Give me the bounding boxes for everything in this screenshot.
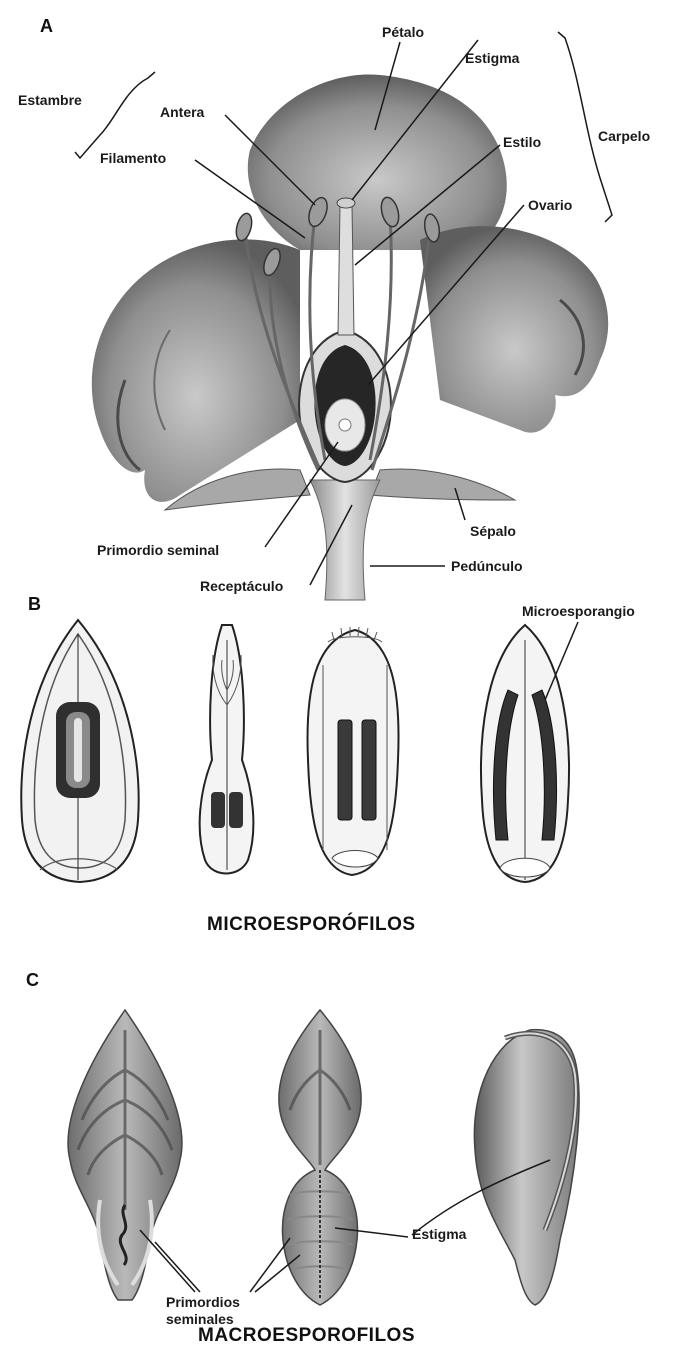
label-ovario: Ovario [528,197,572,213]
microsporophyll-3 [308,627,399,875]
label-receptaculo: Receptáculo [200,578,283,594]
microsporophyll-4 [481,625,569,882]
macrosporophyll-2 [279,1010,361,1305]
label-pedunculo: Pedúnculo [451,558,523,574]
label-primordio-seminal: Primordio seminal [97,542,219,558]
label-primordios-line1: Primordios [166,1294,240,1310]
label-carpelo: Carpelo [598,128,650,144]
label-estambre: Estambre [18,92,82,108]
petal-back [248,74,507,250]
panel-label-a: A [40,16,53,37]
microsporangium [211,792,225,828]
microsporangium [229,792,243,828]
style [338,205,354,335]
label-microesporangio: Microesporangio [522,603,635,619]
peduncle [310,480,380,600]
microsporophyll-2 [200,625,254,874]
microsporophyll-1 [21,620,138,882]
label-estilo: Estilo [503,134,541,150]
label-filamento: Filamento [100,150,166,166]
sepal-right [370,469,515,500]
macrosporophyll-1 [68,1010,182,1300]
label-estigma-macro: Estigma [412,1226,466,1242]
microsporangium [338,720,352,820]
label-estigma: Estigma [465,50,519,66]
microsporangium [362,720,376,820]
label-antera: Antera [160,104,204,120]
caption-microesporofilos: MICROESPORÓFILOS [207,914,416,936]
flower-illustration [92,74,608,600]
panel-label-b: B [28,594,41,615]
caption-macroesporofilos: MACROESPOROFILOS [198,1325,415,1347]
panel-label-c: C [26,970,39,991]
label-petalo: Pétalo [382,24,424,40]
label-sepalo: Sépalo [470,523,516,539]
macrosporophyll-3 [474,1030,579,1305]
